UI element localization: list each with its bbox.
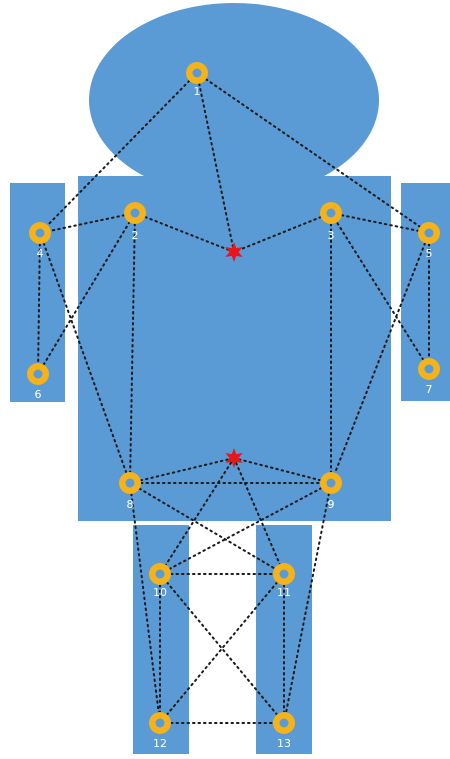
node-label: 13 <box>277 737 291 750</box>
link-S2-10 <box>159 457 235 575</box>
upper-star-icon <box>225 242 243 262</box>
node-5: 5 <box>418 222 440 260</box>
link-8-12 <box>129 482 161 724</box>
node-8: 8 <box>119 472 141 511</box>
lower-star-icon <box>225 448 243 468</box>
node-center <box>35 228 45 238</box>
node-label: 5 <box>426 247 433 260</box>
node-13: 13 <box>273 712 295 750</box>
link-2-4 <box>39 212 136 234</box>
node-center <box>326 208 336 218</box>
node-center <box>192 68 202 78</box>
node-center <box>326 478 336 488</box>
link-8-11 <box>129 482 285 575</box>
node-center <box>424 364 434 374</box>
node-2: 2 <box>124 202 146 242</box>
link-9-10 <box>159 482 332 575</box>
link-1-4 <box>39 72 198 234</box>
node-7: 7 <box>418 358 440 396</box>
node-6: 6 <box>27 363 49 401</box>
link-3-S1 <box>233 212 332 253</box>
node-center <box>33 369 43 379</box>
node-label: 3 <box>328 229 335 242</box>
link-3-5 <box>330 212 430 234</box>
link-S2-11 <box>233 457 285 575</box>
link-8-S2 <box>129 457 235 484</box>
node-center <box>279 569 289 579</box>
node-label: 8 <box>127 498 134 511</box>
link-2-8 <box>129 212 136 484</box>
node-label: 7 <box>426 383 433 396</box>
link-2-S1 <box>134 212 235 253</box>
link-9-13 <box>283 482 332 724</box>
node-label: 11 <box>277 586 291 599</box>
node-label: 9 <box>328 498 335 511</box>
node-9: 9 <box>320 472 342 511</box>
node-label: 10 <box>153 586 167 599</box>
link-4-6 <box>37 232 41 375</box>
node-12: 12 <box>149 712 171 750</box>
node-4: 4 <box>29 222 51 260</box>
node-label: 6 <box>35 388 42 401</box>
node-label: 1 <box>194 85 201 98</box>
link-11-12 <box>159 573 285 724</box>
node-1: 1 <box>186 62 208 98</box>
link-lines <box>37 72 430 724</box>
node-label: 2 <box>132 229 139 242</box>
node-3: 3 <box>320 202 342 242</box>
link-7-3 <box>330 212 430 370</box>
link-5-9 <box>330 232 430 484</box>
link-9-S2 <box>233 457 332 484</box>
node-10: 10 <box>149 563 171 599</box>
node-center <box>155 569 165 579</box>
link-10-13 <box>159 573 285 724</box>
node-11: 11 <box>273 563 295 599</box>
node-center <box>125 478 135 488</box>
head-shape <box>89 3 379 197</box>
node-center <box>130 208 140 218</box>
node-label: 12 <box>153 737 167 750</box>
node-center <box>155 718 165 728</box>
node-center <box>424 228 434 238</box>
node-label: 4 <box>37 247 44 260</box>
link-4-8 <box>39 232 131 484</box>
node-center <box>279 718 289 728</box>
link-6-2 <box>37 212 136 375</box>
torso-shape <box>78 176 391 521</box>
